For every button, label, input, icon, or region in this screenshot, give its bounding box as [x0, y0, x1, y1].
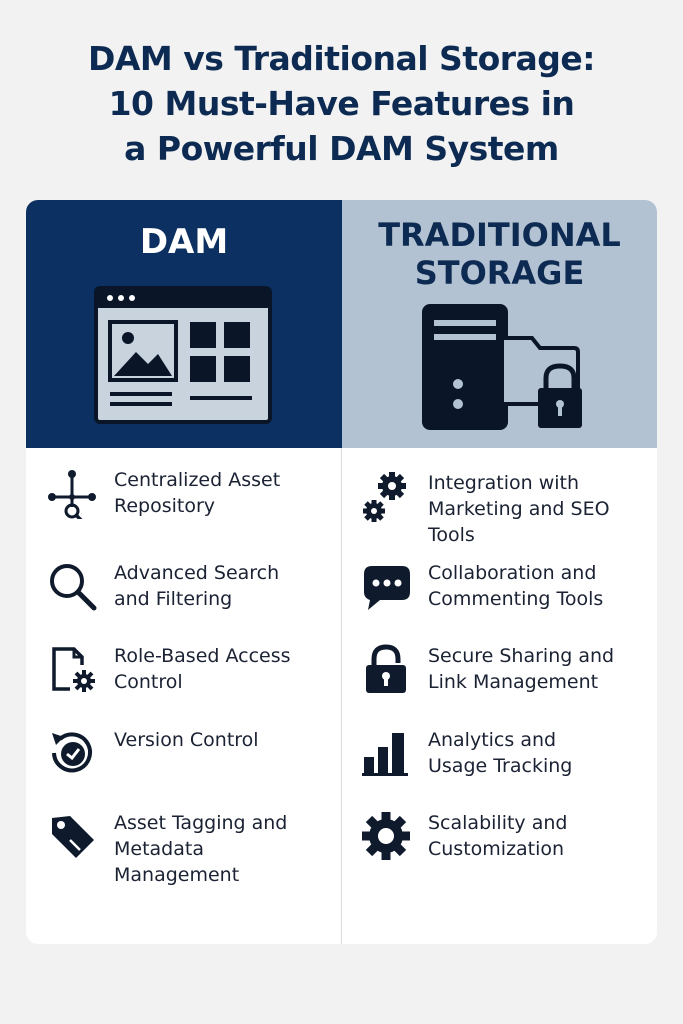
title-line-3: a Powerful DAM System	[124, 129, 559, 168]
heading-line-2: STORAGE	[414, 254, 585, 292]
feature-label-line-2: Metadata	[114, 838, 204, 860]
tag-icon	[52, 816, 94, 858]
page-title: DAM vs Traditional Storage: 10 Must-Have…	[0, 36, 683, 171]
comparison-card: DAM TRADITIONAL STORAGE	[26, 200, 657, 944]
title-line-2: 10 Must-Have Features in	[108, 84, 575, 123]
feature-label-line-1: Centralized Asset	[114, 469, 281, 491]
traditional-storage-header: TRADITIONAL STORAGE	[342, 200, 657, 448]
dam-heading: DAM	[139, 222, 229, 262]
heading-line-1: TRADITIONAL	[378, 216, 621, 254]
feature-label-line-1: Collaboration and	[428, 562, 597, 584]
feature-label-line-2: and Filtering	[114, 588, 233, 610]
column-divider	[341, 448, 342, 944]
feature-label-line-2: Commenting Tools	[428, 588, 604, 610]
feature-label-line-2: Link Management	[428, 671, 599, 693]
feature-label-line-2: Repository	[114, 495, 216, 517]
feature-label-line-1: Advanced Search	[114, 562, 280, 584]
title-line-1: DAM vs Traditional Storage:	[87, 39, 596, 78]
magnifier-icon	[50, 564, 97, 611]
feature-label-line-1: Scalability and	[428, 812, 568, 834]
feature-label-line-2: Control	[114, 671, 183, 693]
feature-label-line-1: Secure Sharing and	[428, 645, 615, 667]
padlock-icon	[366, 644, 406, 693]
network-node-search-icon	[48, 470, 96, 519]
chat-bubble-icon	[364, 566, 410, 610]
feature-label-line-1: Analytics and	[428, 729, 557, 751]
feature-label-line-2: Customization	[428, 838, 565, 860]
gears-icon	[363, 472, 406, 522]
feature-label-line-2: Marketing and SEO	[428, 498, 610, 520]
server-folder-lock-icon	[422, 304, 582, 430]
feature-label-line-3: Tools	[428, 524, 475, 546]
feature-label-line-3: Management	[114, 864, 240, 886]
bar-chart-icon	[362, 733, 408, 776]
gear-icon	[362, 812, 410, 860]
feature-label-line-1: Role-Based Access	[114, 645, 291, 667]
feature-label-line-2: Usage Tracking	[428, 755, 573, 777]
feature-label-line-1: Asset Tagging and	[114, 812, 288, 834]
browser-window-icon	[94, 286, 272, 424]
traditional-storage-heading: TRADITIONAL STORAGE	[342, 216, 657, 292]
history-icon	[52, 732, 92, 773]
dam-header: DAM	[26, 200, 342, 448]
feature-label-line-1: Integration with	[428, 472, 580, 494]
document-gear-icon	[52, 647, 95, 692]
feature-label-line-1: Version Control	[114, 729, 259, 751]
